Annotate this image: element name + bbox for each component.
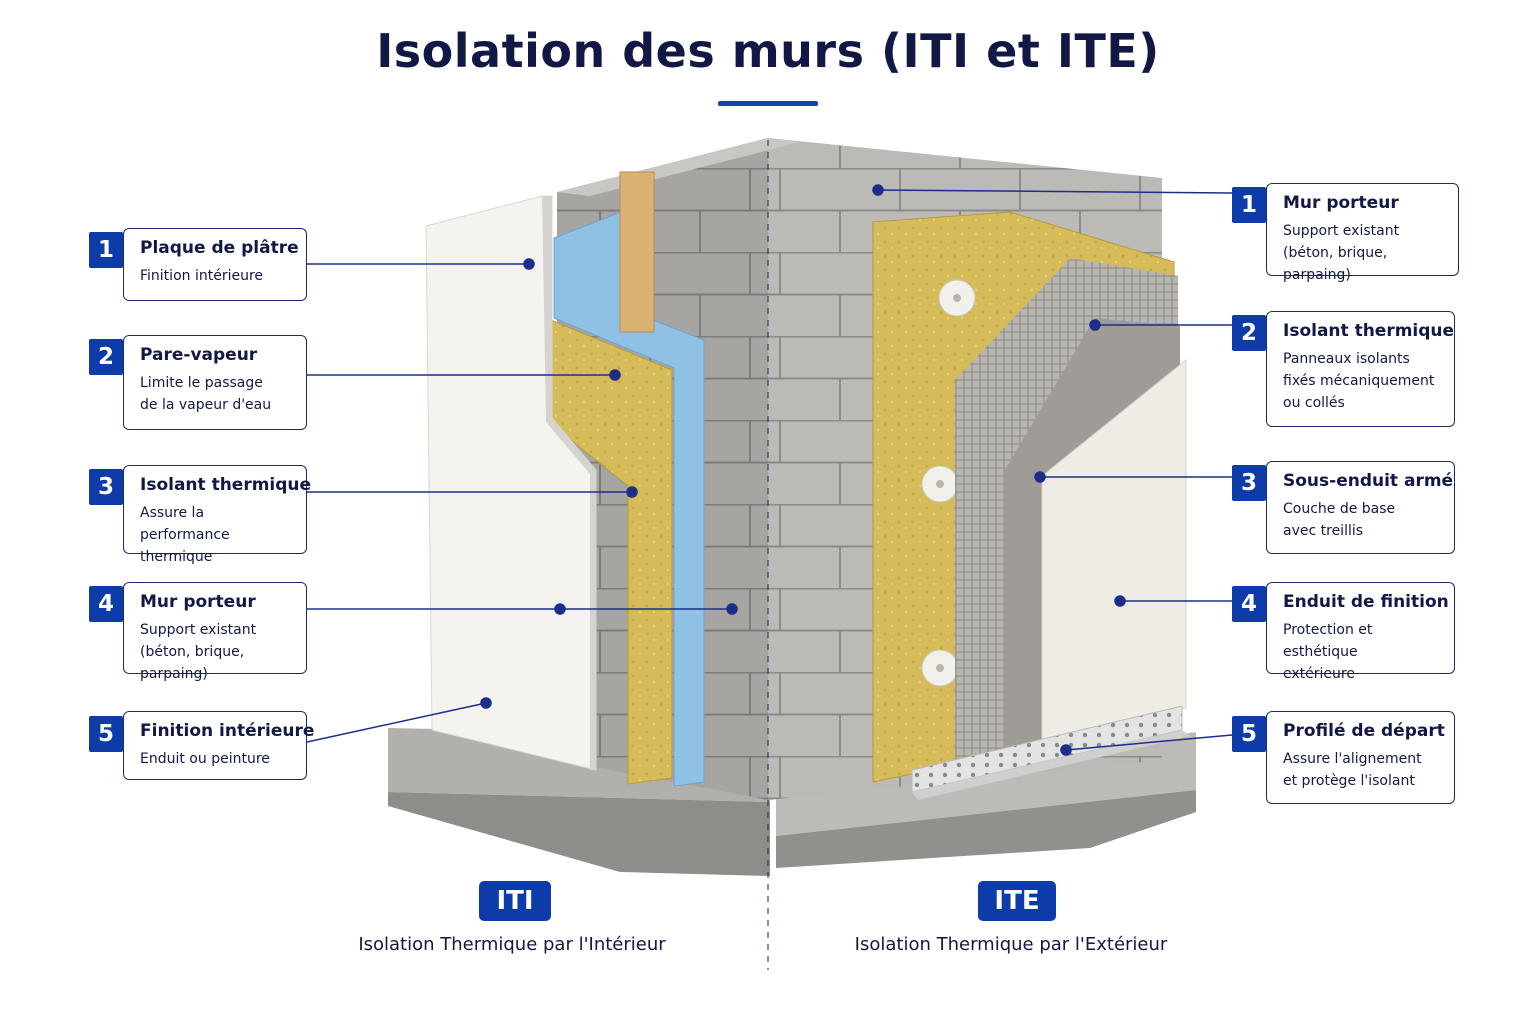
iti-badge: ITI xyxy=(479,881,551,921)
callout-title: Isolant thermique xyxy=(140,475,312,495)
number-badge-iti-3: 3 xyxy=(89,469,123,505)
callout-iti-3: Isolant thermique Assure la performance … xyxy=(123,465,312,565)
leader-dot-ite-5 xyxy=(1060,744,1072,756)
number-badge-iti-1: 1 xyxy=(89,232,123,268)
callout-iti-5: Finition intérieure Enduit ou peinture xyxy=(123,711,315,780)
callout-subtitle: Assure la performance thermique xyxy=(140,505,230,565)
title-underline xyxy=(718,101,818,106)
callout-title: Pare-vapeur xyxy=(140,345,258,365)
number-badge-ite-5: 5 xyxy=(1232,716,1266,752)
number-badge-iti-5: 5 xyxy=(89,716,123,752)
number-badge-ite-2: 2 xyxy=(1232,315,1266,351)
ite-label: Isolation Thermique par l'Extérieur xyxy=(854,934,1168,955)
callout-title: Sous-enduit armé xyxy=(1283,471,1454,491)
callout-title: Plaque de plâtre xyxy=(140,238,299,258)
iti-label: Isolation Thermique par l'Intérieur xyxy=(358,934,666,955)
callout-subtitle: Protection et esthétique extérieure xyxy=(1283,622,1373,682)
insulation-fixing-anchor xyxy=(921,279,976,687)
callout-title: Finition intérieure xyxy=(140,721,315,741)
callout-iti-2: Pare-vapeur Limite le passage de la vape… xyxy=(123,335,307,430)
leader-line-ite-5 xyxy=(1065,734,1233,751)
callout-subtitle: Finition intérieure xyxy=(140,268,264,284)
number-badge-ite-1: 1 xyxy=(1232,187,1266,223)
callout-ite-2: Isolant thermique Panneaux isolants fixé… xyxy=(1266,311,1455,427)
page-title: Isolation des murs (ITI et ITE) xyxy=(376,24,1160,78)
callout-title: Profilé de départ xyxy=(1283,721,1445,741)
leader-dot-iti-2 xyxy=(609,369,621,381)
callout-ite-5: Profilé de départ Assure l'alignement et… xyxy=(1266,711,1455,804)
number-badge-ite-4: 4 xyxy=(1232,586,1266,622)
number-badge-iti-2: 2 xyxy=(89,339,123,375)
leader-dot-ite-1 xyxy=(872,184,884,196)
callout-subtitle: Support existant (béton, brique, parpain… xyxy=(1283,223,1400,283)
callout-title: Isolant thermique xyxy=(1283,321,1455,341)
callout-iti-1: Plaque de plâtre Finition intérieure xyxy=(123,228,307,301)
ite-starter-profile xyxy=(911,705,1190,800)
iti-wood-stud xyxy=(619,171,655,333)
leader-dot-iti-4b xyxy=(726,603,738,615)
leader-line-iti-5 xyxy=(306,702,487,743)
callout-title: Mur porteur xyxy=(140,592,256,612)
callout-subtitle: Couche de base avec treillis xyxy=(1283,501,1396,539)
callout-iti-4: Mur porteur Support existant (béton, bri… xyxy=(123,582,307,682)
leader-dot-ite-4 xyxy=(1114,595,1126,607)
callout-ite-3: Sous-enduit armé Couche de base avec tre… xyxy=(1266,461,1455,554)
leader-dot-iti-3 xyxy=(626,486,638,498)
leader-dot-iti-5 xyxy=(480,697,492,709)
leader-dot-ite-3 xyxy=(1034,471,1046,483)
callout-subtitle: Limite le passage de la vapeur d'eau xyxy=(140,375,272,413)
callout-subtitle: Enduit ou peinture xyxy=(140,751,270,767)
callout-title: Mur porteur xyxy=(1283,193,1399,213)
callout-ite-1: Mur porteur Support existant (béton, bri… xyxy=(1266,183,1459,283)
leader-line-ite-1 xyxy=(877,189,1233,194)
leader-dot-ite-2 xyxy=(1089,319,1101,331)
iti-plasterboard xyxy=(425,195,597,771)
callout-subtitle: Support existant (béton, brique, parpain… xyxy=(140,622,257,682)
number-badge-iti-4: 4 xyxy=(89,586,123,622)
ite-finish-render xyxy=(1041,358,1187,745)
callout-subtitle: Panneaux isolants fixés mécaniquement ou… xyxy=(1283,351,1435,411)
number-badge-ite-3: 3 xyxy=(1232,465,1266,501)
callout-title: Enduit de finition xyxy=(1283,592,1449,612)
ite-badge: ITE xyxy=(978,881,1056,921)
callout-subtitle: Assure l'alignement et protège l'isolant xyxy=(1283,751,1422,789)
leader-dot-iti-1 xyxy=(523,258,535,270)
callout-ite-4: Enduit de finition Protection et esthéti… xyxy=(1266,582,1455,682)
